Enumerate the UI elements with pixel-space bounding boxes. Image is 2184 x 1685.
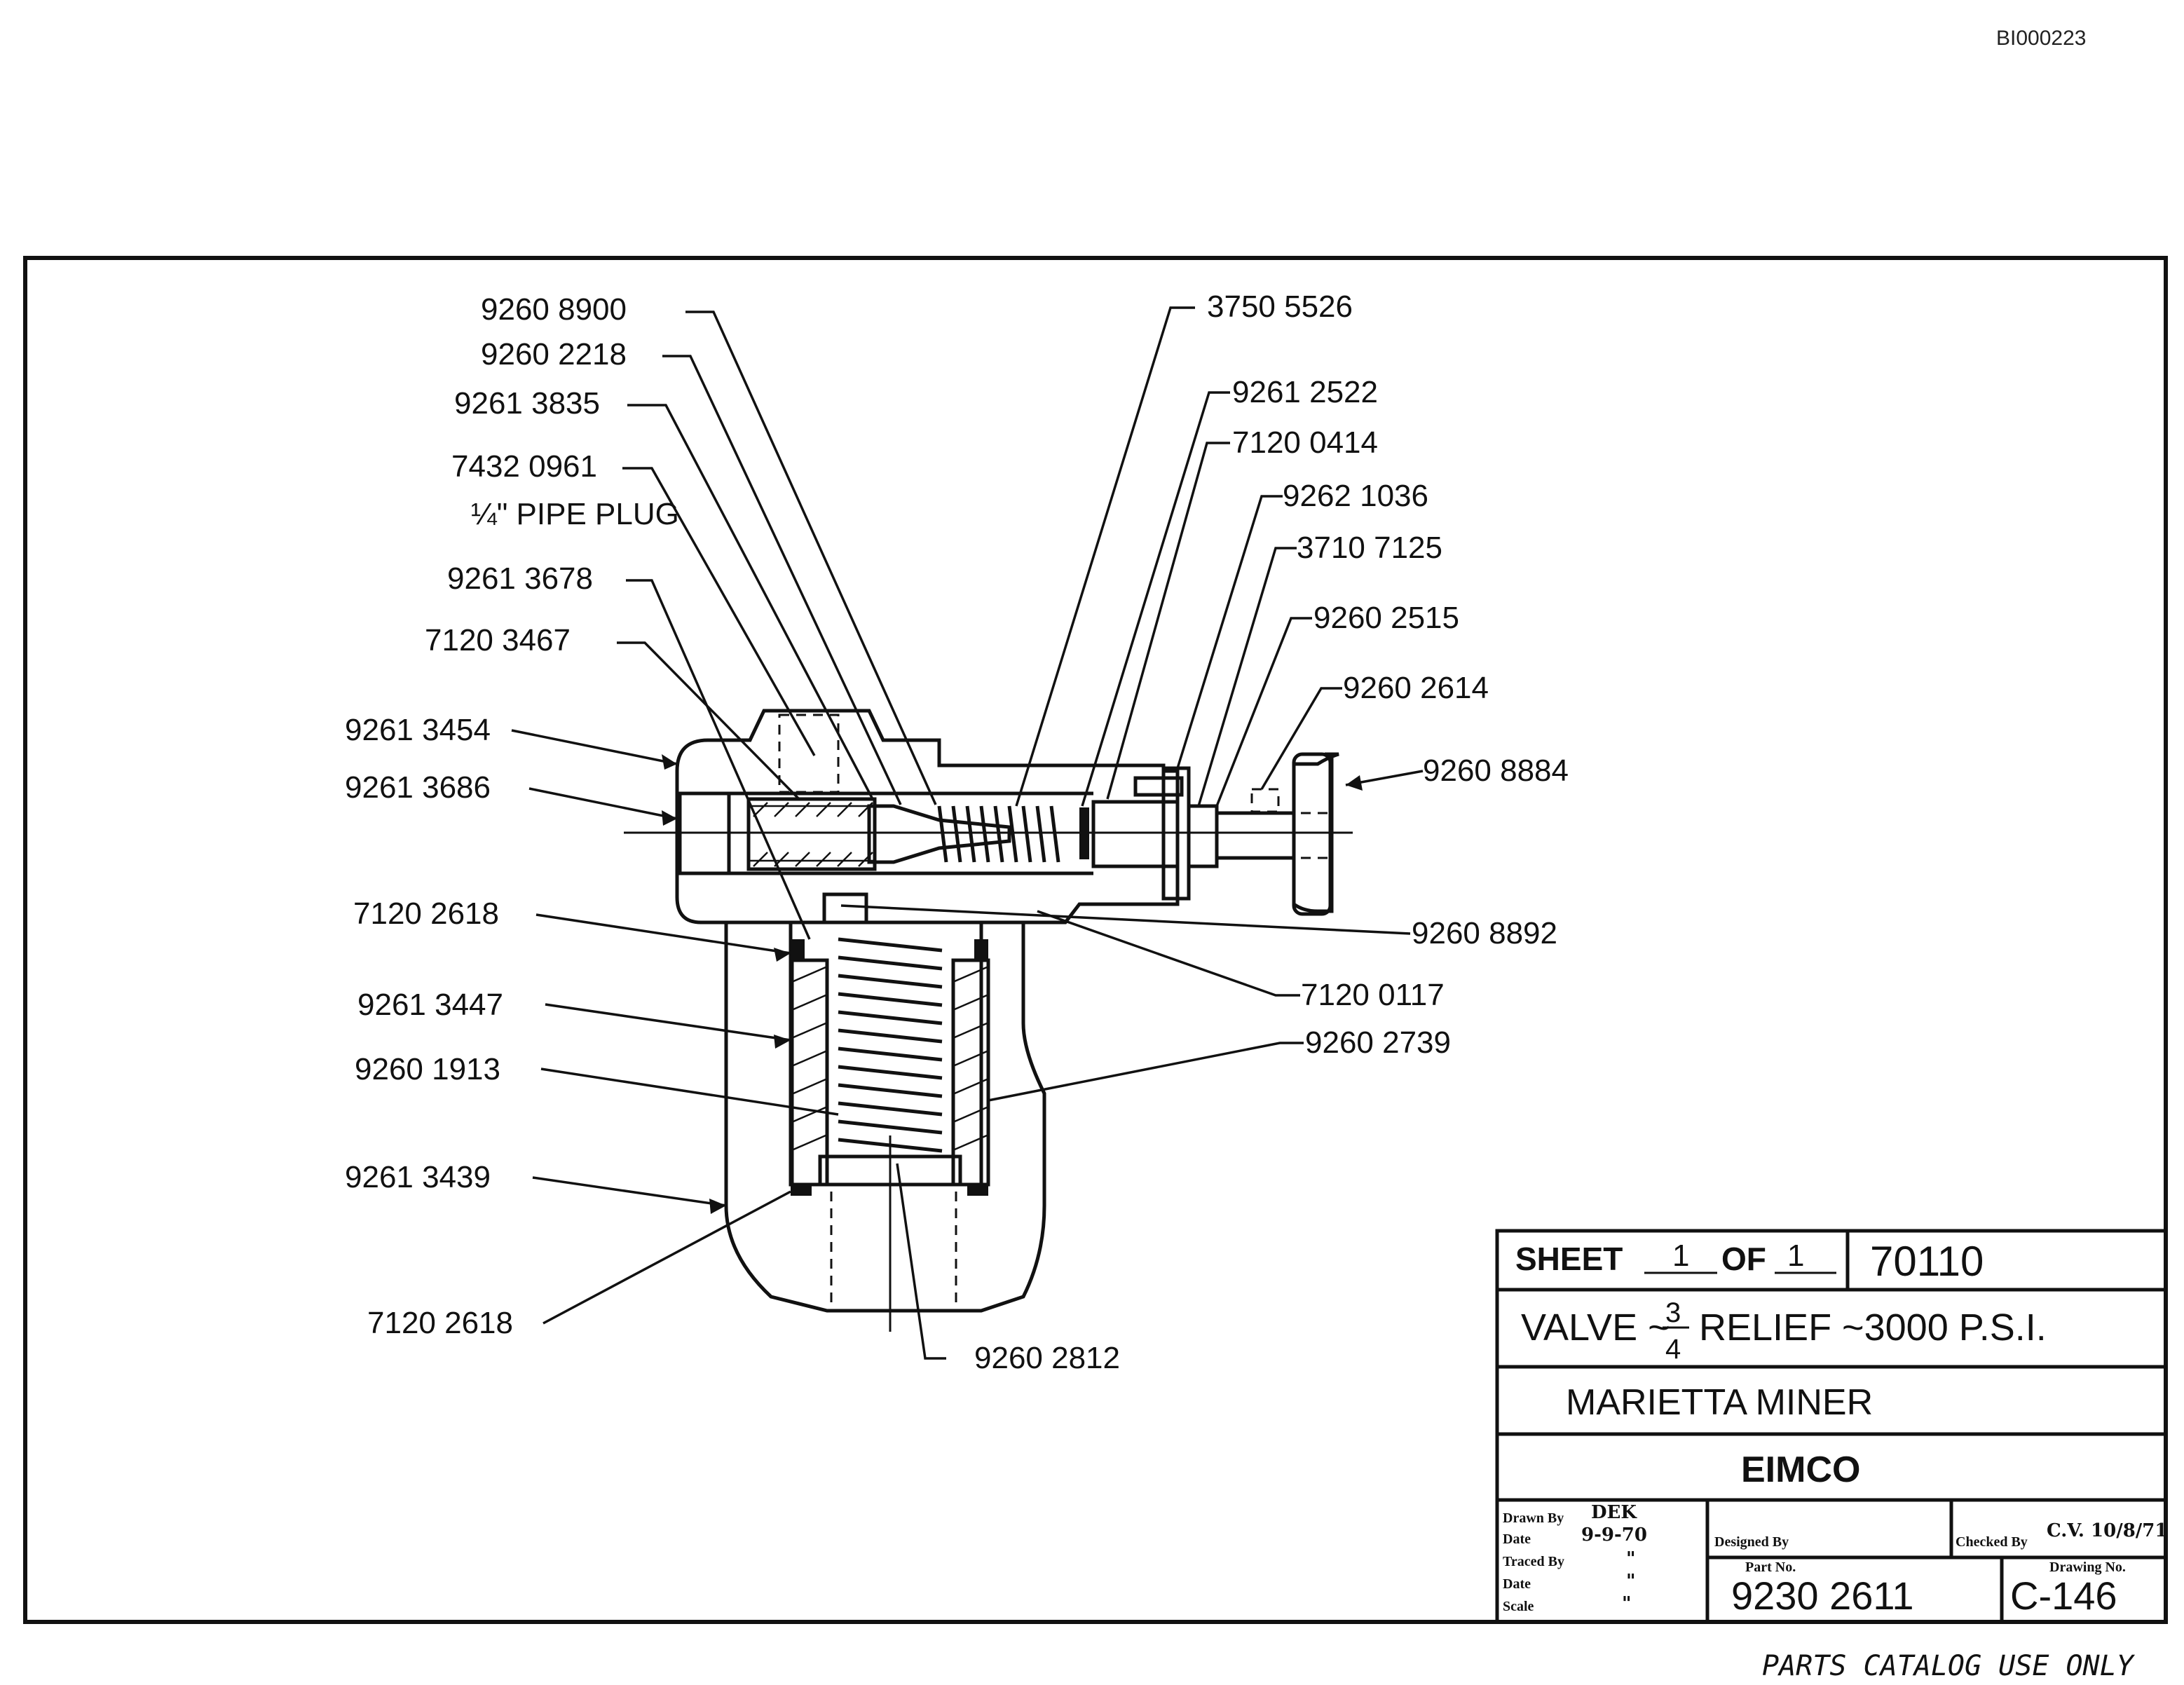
drawn-by-label: Drawn By xyxy=(1503,1510,1564,1526)
callout-label: ¼" PIPE PLUG xyxy=(471,497,679,531)
title-suffix: RELIEF ~3000 P.S.I. xyxy=(1699,1307,2047,1349)
drawing-number: C-146 xyxy=(2010,1574,2117,1618)
sleeve-hatching xyxy=(793,966,988,1151)
callout-label: 9260 2812 xyxy=(974,1341,1120,1375)
checked-by-value: C.V. 10/8/71 xyxy=(2047,1520,2167,1541)
sheet-total: 1 xyxy=(1787,1239,1804,1273)
title-fraction-denominator: 4 xyxy=(1665,1334,1681,1365)
footer-note: PARTS CATALOG USE ONLY xyxy=(1762,1650,2136,1682)
traced-by-value: " xyxy=(1626,1548,1636,1569)
title-prefix: VALVE ~ xyxy=(1521,1307,1670,1349)
designed-by-label: Designed By xyxy=(1714,1534,1789,1550)
drawing-border xyxy=(23,256,2168,1624)
callout-label: 9261 3447 xyxy=(357,988,503,1022)
callout-label: 9260 8884 xyxy=(1423,753,1569,788)
callout-label: 7432 0961 xyxy=(451,449,597,484)
callout-label: 9260 8900 xyxy=(481,292,627,327)
title-block: SHEET 1 OF 1 70110 VALVE ~ 3 4 RELIEF ~3… xyxy=(1495,1229,2168,1624)
sheet-label: SHEET xyxy=(1515,1241,1623,1277)
callout-label: 7120 2618 xyxy=(353,896,499,931)
vertical-spring xyxy=(838,937,943,1153)
callout-label: 3710 7125 xyxy=(1297,531,1442,565)
of-label: OF xyxy=(1721,1241,1766,1277)
callout-label: 3750 5526 xyxy=(1207,289,1353,324)
callout-label: 9262 1036 xyxy=(1283,479,1428,513)
callout-label: 9260 2218 xyxy=(481,337,627,371)
callout-label: 9260 2739 xyxy=(1305,1025,1451,1060)
callout-labels: 9260 8900 9260 2218 9261 3835 7432 0961 … xyxy=(345,289,1569,1375)
seat-hatching xyxy=(753,802,873,867)
scale-label: Scale xyxy=(1503,1599,1534,1614)
scale-value: " xyxy=(1622,1593,1632,1614)
title-fraction-numerator: 3 xyxy=(1665,1297,1681,1328)
callout-label: 9261 3439 xyxy=(345,1160,491,1194)
drawing-no-label: Drawing No. xyxy=(2049,1560,2126,1575)
callout-label: 9261 3454 xyxy=(345,713,491,747)
date2-value: " xyxy=(1626,1571,1636,1592)
callout-label: 7120 0414 xyxy=(1232,425,1378,460)
document-id: BI000223 xyxy=(1996,27,2086,50)
traced-by-label: Traced By xyxy=(1503,1554,1564,1569)
date2-label: Date xyxy=(1503,1576,1531,1592)
callout-label: 7120 2618 xyxy=(367,1306,513,1340)
drawn-by-value: DEK xyxy=(1591,1502,1637,1523)
sheet-number: 1 xyxy=(1672,1239,1689,1273)
leader-lines xyxy=(511,306,1424,1360)
callout-label: 9261 3835 xyxy=(454,386,600,421)
customer-name: MARIETTA MINER xyxy=(1566,1382,1873,1423)
date-label: Date xyxy=(1503,1531,1531,1547)
callout-label: 7120 0117 xyxy=(1301,978,1445,1012)
callout-label: 9260 2614 xyxy=(1343,671,1489,705)
callout-label: 9260 2515 xyxy=(1313,601,1459,635)
callout-label: 9261 3678 xyxy=(447,561,593,596)
callout-label: 9261 2522 xyxy=(1232,375,1378,409)
checked-by-label: Checked By xyxy=(1956,1534,2028,1550)
callout-label: 9260 1913 xyxy=(355,1052,500,1086)
callout-label: 9261 3686 xyxy=(345,770,491,805)
horizontal-spring xyxy=(937,805,1060,863)
drawing-code: 70110 xyxy=(1870,1238,1984,1285)
part-no-label: Part No. xyxy=(1745,1560,1796,1575)
part-number: 9230 2611 xyxy=(1731,1574,1914,1618)
date-value: 9-9-70 xyxy=(1581,1524,1647,1546)
callout-label: 9260 8892 xyxy=(1412,916,1557,950)
callout-label: 7120 3467 xyxy=(425,623,571,657)
company-name: EIMCO xyxy=(1741,1449,1860,1490)
valve-cross-section xyxy=(624,709,1353,1332)
